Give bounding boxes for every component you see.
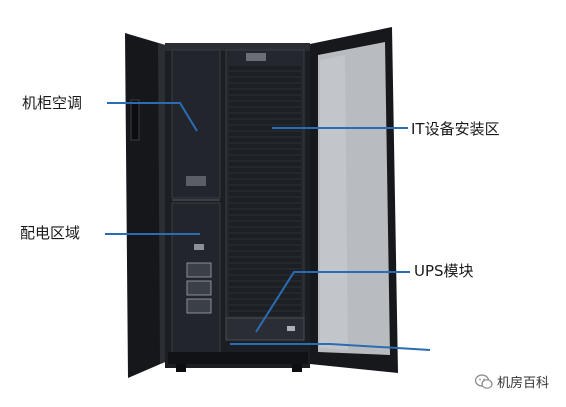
rack-slat <box>229 222 301 226</box>
rack-slat <box>229 126 301 130</box>
rack-slat <box>229 120 301 124</box>
leader-line-bottom <box>230 343 431 351</box>
rack-slats <box>229 66 301 316</box>
rack-slat <box>229 210 301 214</box>
cabinet-ac-unit <box>171 49 221 199</box>
rack-slat <box>229 234 301 238</box>
rack-slat <box>229 138 301 142</box>
rack-slat <box>229 66 301 70</box>
rack-slat <box>229 264 301 268</box>
label-ups-module: UPS模块 <box>414 262 474 280</box>
power-distribution-panel <box>171 202 221 354</box>
rack-slat <box>229 78 301 82</box>
left-door-handle <box>130 99 140 141</box>
rack-slat <box>229 108 301 112</box>
rack-slat <box>229 294 301 298</box>
rack-slat <box>229 198 301 202</box>
rack-slat <box>229 90 301 94</box>
rack-slat <box>229 132 301 136</box>
leader-line-ups <box>255 271 410 333</box>
pdu-indicator <box>194 244 204 250</box>
cabinet-base <box>168 352 308 364</box>
ups-indicator <box>287 326 295 331</box>
rack-slat <box>229 96 301 100</box>
pdu-breaker-3 <box>186 298 212 314</box>
rack-slat <box>229 114 301 118</box>
pdu-breaker-2 <box>186 280 212 296</box>
rack-slat <box>229 174 301 178</box>
pdu-breaker-1 <box>186 262 212 278</box>
rack-slat <box>229 306 301 310</box>
rack-slat <box>229 162 301 166</box>
wechat-icon <box>475 373 493 389</box>
rack-slat <box>229 102 301 106</box>
rack-slat <box>229 228 301 232</box>
label-cabinet-ac: 机柜空调 <box>22 94 83 112</box>
rack-slat <box>229 312 301 316</box>
rack-slat <box>229 150 301 154</box>
watermark-text: 机房百科 <box>497 376 550 391</box>
rack-slat <box>229 288 301 292</box>
rack-slat <box>229 252 301 256</box>
rack-slat <box>229 282 301 286</box>
rack-slat <box>229 72 301 76</box>
leader-line-ac <box>107 102 198 132</box>
cabinet-top-frame <box>165 43 310 51</box>
rack-slat <box>229 300 301 304</box>
rack-slat <box>229 240 301 244</box>
rack-slat <box>229 84 301 88</box>
glass-reflection <box>320 55 348 350</box>
rack-slat <box>229 192 301 196</box>
caster-left <box>176 364 186 372</box>
rack-slat <box>229 186 301 190</box>
rack-slat <box>229 216 301 220</box>
rack-slat <box>229 156 301 160</box>
ac-display <box>186 176 206 186</box>
rack-slat <box>229 246 301 250</box>
rack-slat <box>229 276 301 280</box>
rack-slat <box>229 180 301 184</box>
watermark: 机房百科 <box>475 372 549 391</box>
rack-slat <box>229 144 301 148</box>
rack-slat <box>229 270 301 274</box>
rack-slat <box>229 258 301 262</box>
rack-slat <box>229 204 301 208</box>
label-it-install-area: IT设备安装区 <box>411 120 500 138</box>
rack-top-label <box>246 53 266 61</box>
label-power-distribution: 配电区域 <box>20 224 81 242</box>
caster-right <box>292 364 302 372</box>
rack-slat <box>229 168 301 172</box>
